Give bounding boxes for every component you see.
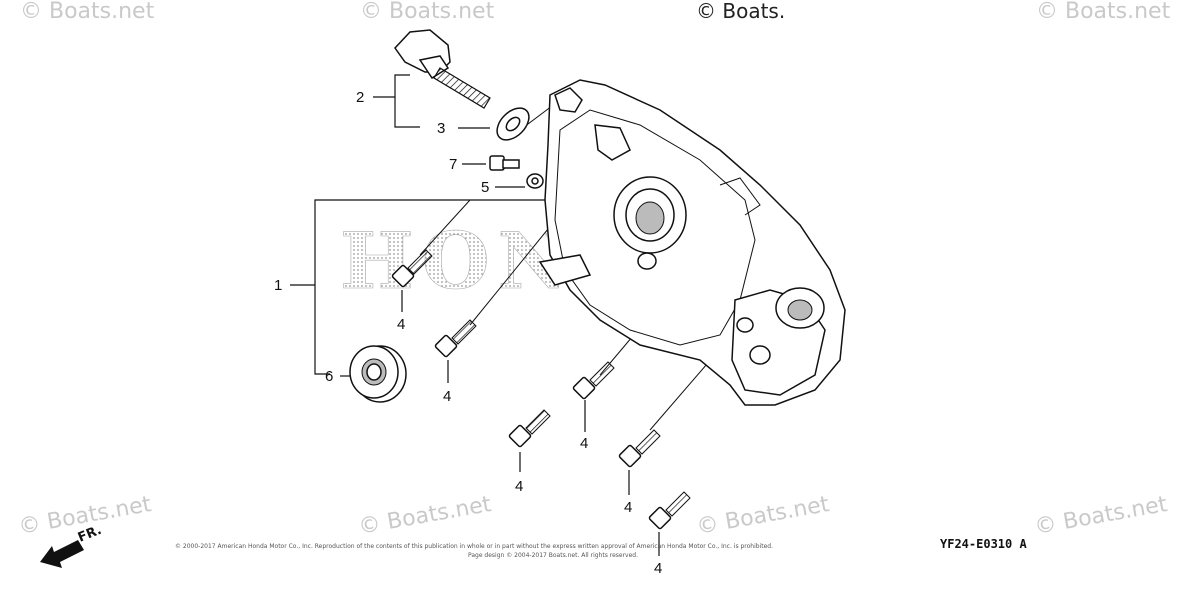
case-cover-part xyxy=(538,79,846,406)
callout-4f: 4 xyxy=(654,560,662,577)
callout-bracket-1 xyxy=(290,199,560,375)
callout-7: 7 xyxy=(449,156,457,173)
callout-2: 2 xyxy=(356,89,364,106)
callout-6: 6 xyxy=(325,368,333,385)
watermark-br: © Boats.net xyxy=(1033,492,1170,540)
callout-1: 1 xyxy=(274,277,282,294)
bolt-e xyxy=(618,429,661,468)
dipstick-part xyxy=(394,29,491,109)
watermark-tl: © Boats.net xyxy=(20,0,155,24)
small-bolt-part xyxy=(489,155,520,171)
callout-4e: 4 xyxy=(624,499,632,516)
bolt-d xyxy=(508,409,551,448)
copyright-line-2: Page design © 2004-2017 Boats.net. All r… xyxy=(468,552,638,559)
bolt-a xyxy=(391,249,433,288)
bolt-leaders xyxy=(401,290,660,556)
callout-5: 5 xyxy=(481,179,489,196)
diagram-code: YF24-E0310 A xyxy=(940,537,1027,551)
callout-4c: 4 xyxy=(580,435,588,452)
bolt-b xyxy=(434,319,477,358)
bolt-c xyxy=(572,361,615,400)
callout-3: 3 xyxy=(437,120,445,137)
callout-4a: 4 xyxy=(397,316,405,333)
watermark-bc2: © Boats.net xyxy=(695,492,832,540)
bolt-f xyxy=(648,491,691,530)
callout-bracket-2 xyxy=(373,74,420,128)
callout-4b: 4 xyxy=(443,388,451,405)
small-washer-part xyxy=(526,173,544,189)
watermark-tc: © Boats.net xyxy=(360,0,495,24)
washer-part xyxy=(496,107,530,141)
watermark-bc: © Boats.net xyxy=(357,492,494,540)
watermark-tr: © Boats.net xyxy=(1036,0,1171,24)
oil-seal-part xyxy=(349,345,407,403)
copyright-line-1: © 2000-2017 American Honda Motor Co., In… xyxy=(175,543,773,550)
callout-4d: 4 xyxy=(515,478,523,495)
watermark-top: © Boats. xyxy=(696,0,785,23)
